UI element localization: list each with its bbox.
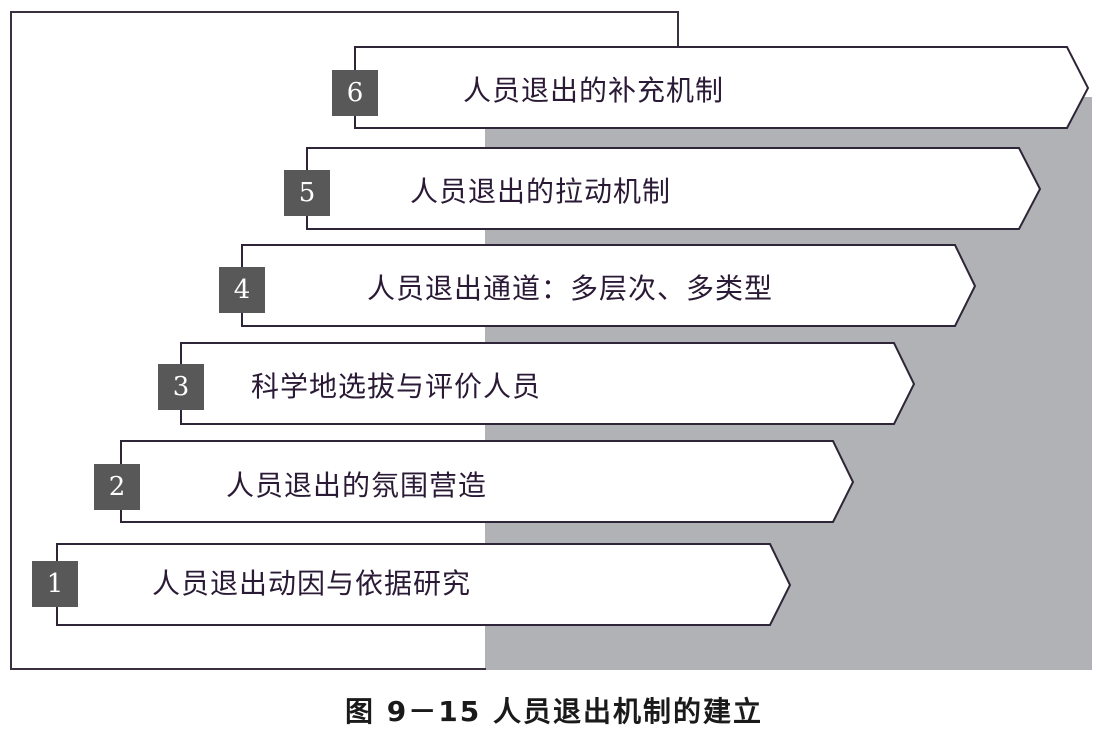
step-label-3: 科学地选拔与评价人员 [251,370,542,403]
step-number-4: 4 [219,267,265,313]
step-label-6: 人员退出的补充机制 [463,74,725,107]
step-bar-3 [180,342,916,425]
step-number-1: 1 [32,561,78,607]
frame-left-line [10,11,12,670]
step-label-5: 人员退出的拉动机制 [410,175,672,208]
frame-top-drop-line [677,11,679,48]
step-label-2: 人员退出的氛围营造 [226,469,488,502]
step-bar-1 [56,543,792,626]
step-label-1: 人员退出动因与依据研究 [152,567,472,600]
step-number-5: 5 [284,170,330,216]
frame-top-line [10,11,679,13]
frame-bottom-line [10,668,486,670]
step-number-2: 2 [94,464,140,510]
step-number-6: 6 [332,70,378,116]
step-label-4: 人员退出通道：多层次、多类型 [367,272,774,305]
step-number-3: 3 [158,364,204,410]
figure-caption: 图 9－15 人员退出机制的建立 [345,695,763,728]
